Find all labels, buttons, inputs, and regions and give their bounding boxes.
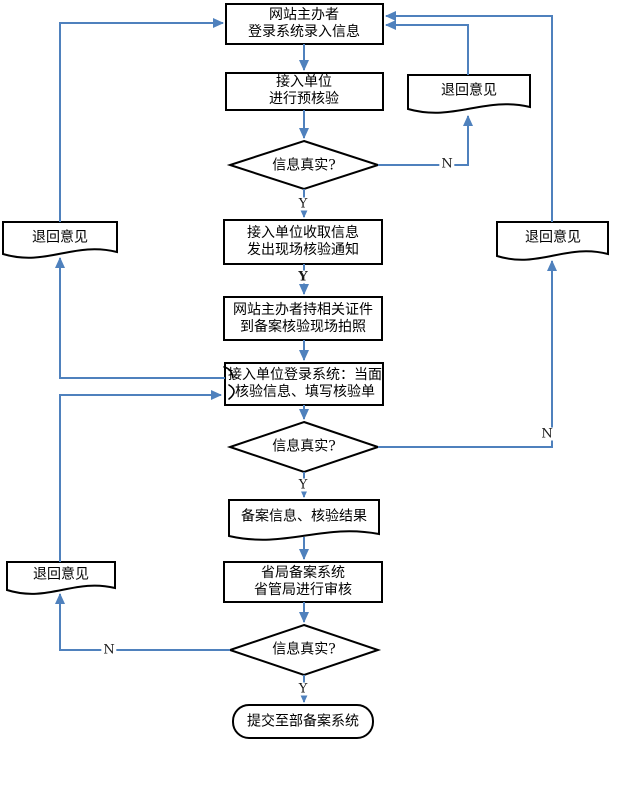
label-collect-notify-line1: 接入单位收取信息 — [247, 225, 359, 241]
label-decision-3: 信息真实? — [272, 641, 336, 658]
squiggle-mark-bottom — [228, 384, 235, 400]
edge-return-right-mid-to-start — [385, 11, 553, 222]
label-pre-check-line2: 进行预核验 — [269, 91, 339, 107]
process-box-pre-check — [225, 72, 384, 111]
label-collect-notify-line2: 发出现场核验通知 — [247, 242, 359, 258]
document-return-right-top — [407, 74, 531, 114]
document-return-left-bottom — [6, 561, 116, 595]
document-record-result — [228, 499, 380, 541]
label-decision-2: 信息真实? — [272, 438, 336, 455]
label-province-audit-line2: 省管局进行审核 — [254, 582, 352, 598]
edge-label-no-3: N — [101, 642, 117, 658]
terminal-submit-end — [232, 704, 374, 739]
process-box-collect-notify — [223, 219, 383, 265]
edge-d1-no-to-return-right-top — [378, 115, 473, 166]
label-submit-end: 提交至部备案系统 — [247, 713, 359, 730]
edge-return-left-bottom-to-verify — [59, 390, 222, 562]
label-face-verify-line2: 核验信息、填写核验单 — [235, 384, 375, 400]
label-face-verify: 接入单位登录系统：当面 核验信息、填写核验单 — [228, 367, 382, 401]
edge-label-yes-4: Y — [296, 681, 310, 697]
document-return-left-top — [2, 221, 118, 259]
edge-label-yes-1: Y — [296, 196, 310, 212]
label-record-result: 备案信息、核验结果 — [241, 508, 367, 525]
label-collect-notify: 接入单位收取信息 发出现场核验通知 — [247, 225, 359, 259]
edge-d2-no-to-return-right-mid — [378, 260, 557, 448]
edge-label-yes-2: Y — [296, 269, 310, 285]
label-site-photo-line1: 网站主办者持相关证件 — [233, 302, 373, 318]
label-start-line1: 网站主办者 — [269, 7, 339, 23]
edge-label-no-1: N — [439, 156, 455, 172]
squiggle-mark-top — [223, 366, 234, 379]
label-return-left-top: 退回意见 — [32, 229, 88, 246]
label-face-verify-line1: 接入单位登录系统：当面 — [228, 367, 382, 383]
document-return-right-mid — [496, 221, 609, 261]
process-box-start — [225, 3, 384, 45]
label-return-right-top: 退回意见 — [441, 82, 497, 99]
process-box-province-audit — [223, 561, 383, 603]
edge-d3-no-to-return-left-bottom — [55, 593, 230, 651]
edge-label-no-2: N — [539, 426, 555, 442]
label-return-left-bottom: 退回意见 — [33, 566, 89, 583]
edge-return-left-top-to-start — [59, 18, 224, 222]
edge-label-yes-3: Y — [296, 477, 310, 493]
label-start: 网站主办者 登录系统录入信息 — [248, 7, 360, 41]
edge-return-right-top-to-start — [385, 20, 469, 75]
label-site-photo-line2: 到备案核验现场拍照 — [240, 319, 366, 335]
process-box-site-photo — [223, 296, 383, 341]
label-return-right-mid: 退回意见 — [525, 229, 581, 246]
label-province-audit: 省局备案系统 省管局进行审核 — [254, 565, 352, 599]
label-start-line2: 登录系统录入信息 — [248, 24, 360, 40]
label-pre-check: 接入单位 进行预核验 — [269, 74, 339, 108]
label-province-audit-line1: 省局备案系统 — [261, 565, 345, 581]
label-pre-check-line1: 接入单位 — [276, 74, 332, 90]
edge-verify-to-return-left-top — [55, 257, 225, 379]
label-site-photo: 网站主办者持相关证件 到备案核验现场拍照 — [233, 302, 373, 336]
label-decision-1: 信息真实? — [272, 157, 336, 174]
